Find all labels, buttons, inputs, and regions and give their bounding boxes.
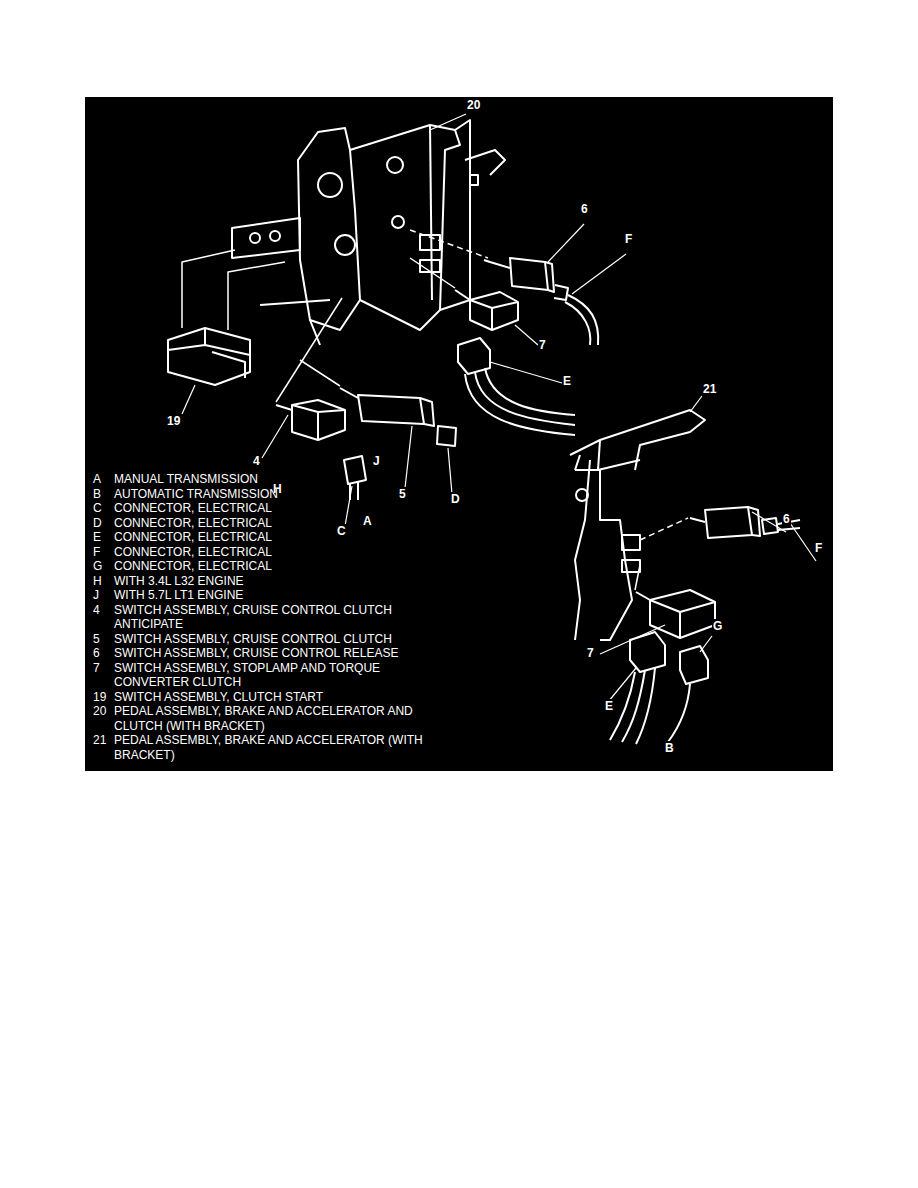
callout-number: E bbox=[562, 374, 572, 389]
key-letter: 7 bbox=[93, 661, 100, 676]
callout-number: 5 bbox=[398, 487, 407, 502]
key-letter: C bbox=[93, 501, 102, 516]
key-letter: H bbox=[93, 574, 102, 589]
key-letter: D bbox=[93, 516, 102, 531]
callout-number: J bbox=[372, 454, 381, 469]
key-text: AUTOMATIC TRANSMISSION bbox=[114, 487, 278, 502]
callout-number: B bbox=[664, 741, 675, 756]
key-letter: 21 bbox=[93, 733, 106, 748]
key-letter: E bbox=[93, 530, 101, 545]
callout-number: E bbox=[604, 699, 614, 714]
key-text: MANUAL TRANSMISSION bbox=[114, 472, 258, 487]
callout-number: D bbox=[450, 492, 461, 507]
callout-number: 4 bbox=[252, 454, 261, 469]
callout-number: 7 bbox=[586, 646, 595, 661]
callout-number: F bbox=[814, 541, 823, 556]
callout-number: G bbox=[712, 619, 723, 634]
key-text: SWITCH ASSEMBLY, CRUISE CONTROL CLUTCH bbox=[114, 632, 392, 647]
key-letter: F bbox=[93, 545, 100, 560]
callout-number: 7 bbox=[538, 338, 547, 353]
key-letter: B bbox=[93, 487, 101, 502]
key-text: CONNECTOR, ELECTRICAL bbox=[114, 559, 272, 574]
callout-number: 21 bbox=[702, 382, 717, 397]
key-letter: 6 bbox=[93, 646, 100, 661]
key-text: SWITCH ASSEMBLY, CRUISE CONTROL CLUTCH A… bbox=[114, 603, 436, 632]
key-letter: 5 bbox=[93, 632, 100, 647]
key-text: PEDAL ASSEMBLY, BRAKE AND ACCELERATOR (W… bbox=[114, 733, 472, 762]
key-text: CONNECTOR, ELECTRICAL bbox=[114, 501, 272, 516]
key-letter: 4 bbox=[93, 603, 100, 618]
key-text: CONNECTOR, ELECTRICAL bbox=[114, 545, 272, 560]
callout-number: 6 bbox=[580, 202, 589, 217]
key-text: SWITCH ASSEMBLY, STOPLAMP AND TORQUE CON… bbox=[114, 661, 436, 690]
key-text: WITH 3.4L L32 ENGINE bbox=[114, 574, 244, 589]
key-text: SWITCH ASSEMBLY, CLUTCH START bbox=[114, 690, 323, 705]
callout-number: C bbox=[336, 524, 347, 539]
callout-number: 20 bbox=[466, 98, 481, 113]
key-text: CONNECTOR, ELECTRICAL bbox=[114, 530, 272, 545]
key-letter: J bbox=[93, 588, 99, 603]
key-letter: 20 bbox=[93, 704, 106, 719]
callout-number: F bbox=[624, 232, 633, 247]
key-text: SWITCH ASSEMBLY, CRUISE CONTROL RELEASE bbox=[114, 646, 399, 661]
key-letter: A bbox=[93, 472, 101, 487]
key-text: WITH 5.7L LT1 ENGINE bbox=[114, 588, 243, 603]
key-letter: G bbox=[93, 559, 102, 574]
key-letter: 19 bbox=[93, 690, 106, 705]
key-text: CONNECTOR, ELECTRICAL bbox=[114, 516, 272, 531]
callout-number: 6 bbox=[782, 512, 791, 527]
key-text: PEDAL ASSEMBLY, BRAKE AND ACCELERATOR AN… bbox=[114, 704, 462, 733]
callout-number: 19 bbox=[166, 414, 181, 429]
callout-number: A bbox=[362, 514, 373, 529]
